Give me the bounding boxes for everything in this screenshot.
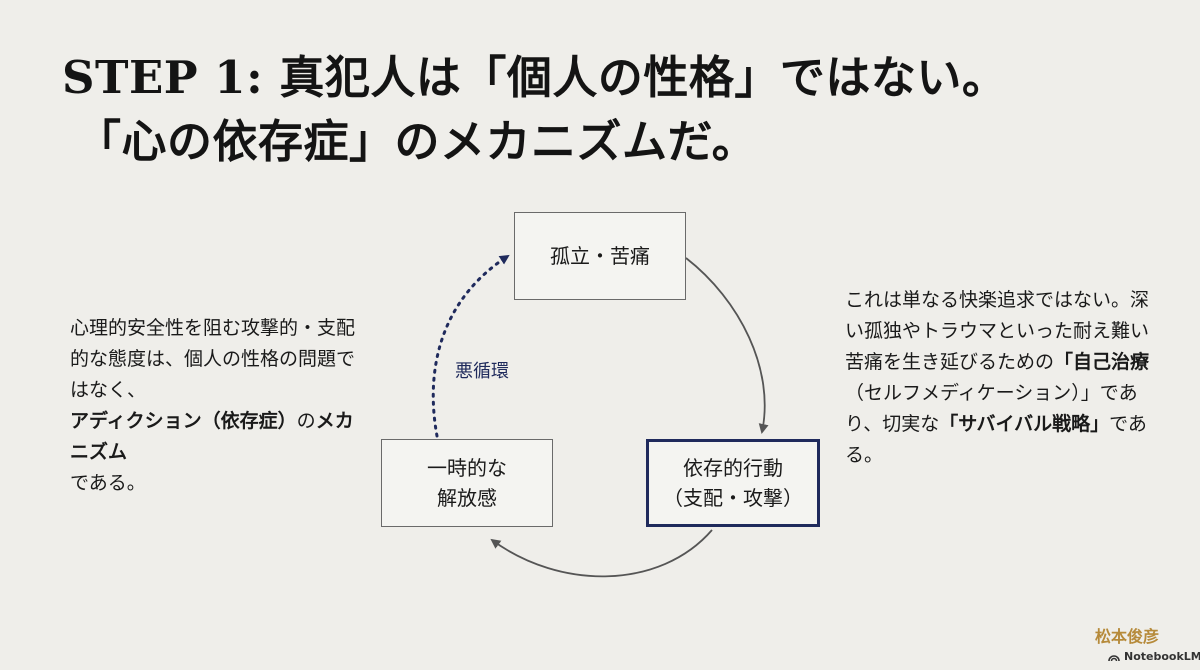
left-text-1: 心理的安全性を阻む攻撃的・支配的な態度は、個人の性格の問題ではなく、	[70, 317, 356, 401]
right-text-2: （セルフメディケーション）」であり、切実な	[845, 382, 1138, 435]
arrow-left-to-top-dotted	[431, 254, 510, 438]
left-text-bold-2: メカニズム	[70, 410, 354, 463]
title-line-2: 「心の依存症」のメカニズムだ。	[76, 115, 758, 168]
left-text-bold-1: アディクション（依存症）	[70, 410, 297, 432]
left-description: 心理的安全性を阻む攻撃的・支配的な態度は、個人の性格の問題ではなく、アディクショ…	[70, 313, 370, 499]
slide-title: STEP 1: 真犯人は「個人の性格」ではない。 「心の依存症」のメカニズムだ。	[62, 46, 1007, 174]
right-text-1: これは単なる快楽追求ではない。深い孤独やトラウマといった耐え難い苦痛を生き延びる…	[845, 289, 1150, 373]
notebooklm-badge: NotebookLM	[1108, 650, 1200, 663]
node-dependent-behavior-line2: （支配・攻撃）	[663, 486, 803, 510]
title-line-1: STEP 1: 真犯人は「個人の性格」ではない。	[62, 51, 1008, 104]
left-text-3: である。	[70, 472, 146, 494]
node-temporary-relief-line1: 一時的な	[427, 456, 507, 480]
notebooklm-label: NotebookLM	[1124, 650, 1200, 663]
node-dependent-behavior-line1: 依存的行動	[683, 456, 783, 480]
node-dependent-behavior: 依存的行動 （支配・攻撃）	[646, 439, 820, 527]
right-description: これは単なる快楽追求ではない。深い孤独やトラウマといった耐え難い苦痛を生き延びる…	[845, 285, 1155, 471]
notebooklm-icon	[1108, 654, 1120, 661]
node-isolation-pain-label: 孤立・苦痛	[550, 244, 650, 268]
arrow-right-to-left	[490, 529, 713, 578]
node-temporary-relief: 一時的な 解放感	[381, 439, 553, 527]
left-text-2: の	[296, 410, 316, 432]
author-signature: 松本俊彦	[1095, 627, 1160, 646]
node-isolation-pain: 孤立・苦痛	[514, 212, 686, 300]
right-text-3: である。	[845, 413, 1147, 466]
right-text-bold-1: 「自己治療	[1054, 351, 1150, 373]
vicious-cycle-label: 悪循環	[455, 361, 509, 382]
right-text-bold-2: 「サバイバル戦略」	[939, 413, 1110, 435]
arrow-top-to-right	[685, 257, 769, 434]
node-temporary-relief-line2: 解放感	[437, 486, 497, 510]
